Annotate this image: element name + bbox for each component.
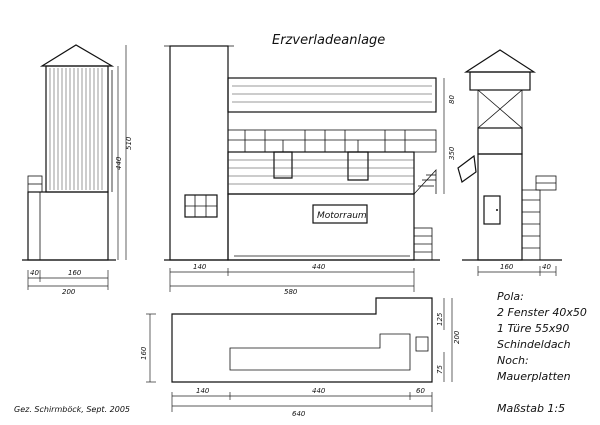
dim-plan-w3: 60 xyxy=(416,387,425,395)
note-line: Noch: xyxy=(497,354,529,367)
dim-front-h1: 80 xyxy=(448,95,456,104)
dim-left-h2: 510 xyxy=(125,136,133,150)
front-view: Motorraum 140 440 580 80 350 xyxy=(164,45,456,296)
dim-front-h2: 350 xyxy=(448,146,456,160)
dim-left-w1: 40 xyxy=(30,269,39,277)
dim-front-total: 580 xyxy=(284,288,298,296)
note-line: 1 Türe 55x90 xyxy=(497,322,569,335)
left-side-view: 40 160 200 440 510 xyxy=(22,44,133,296)
right-side-view: 160 40 xyxy=(457,49,562,276)
dim-front-w2: 440 xyxy=(312,263,326,271)
notes-block: Pola: 2 Fenster 40x50 1 Türe 55x90 Schin… xyxy=(497,290,587,383)
siding-hatch xyxy=(49,68,103,190)
dim-plan-r3: 75 xyxy=(436,365,444,374)
wall-hatch xyxy=(228,159,414,185)
sign-board xyxy=(312,204,368,224)
door-icon xyxy=(483,195,501,225)
note-line: Schindeldach xyxy=(497,338,571,351)
dim-left-w2: 160 xyxy=(68,269,82,277)
dim-plan-w2: 440 xyxy=(312,387,326,395)
note-line: Pola: xyxy=(497,290,524,303)
dim-plan-r2: 200 xyxy=(453,330,461,344)
plan-view: 160 125 200 75 140 440 60 640 xyxy=(140,297,461,418)
dim-plan-h: 160 xyxy=(140,346,148,360)
dim-plan-total: 640 xyxy=(292,410,306,418)
motor-icon xyxy=(415,336,429,352)
signature: Gez. Schirmböck, Sept. 2005 xyxy=(14,405,130,414)
drawing-title: Erzverladeanlage xyxy=(272,33,385,48)
scale-label: Maßstab 1:5 xyxy=(497,402,565,415)
dim-front-w1: 140 xyxy=(193,263,207,271)
dim-left-total: 200 xyxy=(62,288,76,296)
dim-left-h1: 440 xyxy=(115,156,123,170)
hopper-icon xyxy=(273,151,293,179)
note-line: 2 Fenster 40x50 xyxy=(497,306,587,319)
dim-right-w2: 40 xyxy=(542,263,551,271)
note-line: Mauerplatten xyxy=(497,370,571,383)
dim-plan-w1: 140 xyxy=(196,387,210,395)
roof-hatch xyxy=(232,85,432,103)
sign-label: Motorraum xyxy=(317,211,367,221)
dim-plan-r1: 125 xyxy=(436,312,444,326)
dim-right-w1: 160 xyxy=(500,263,514,271)
